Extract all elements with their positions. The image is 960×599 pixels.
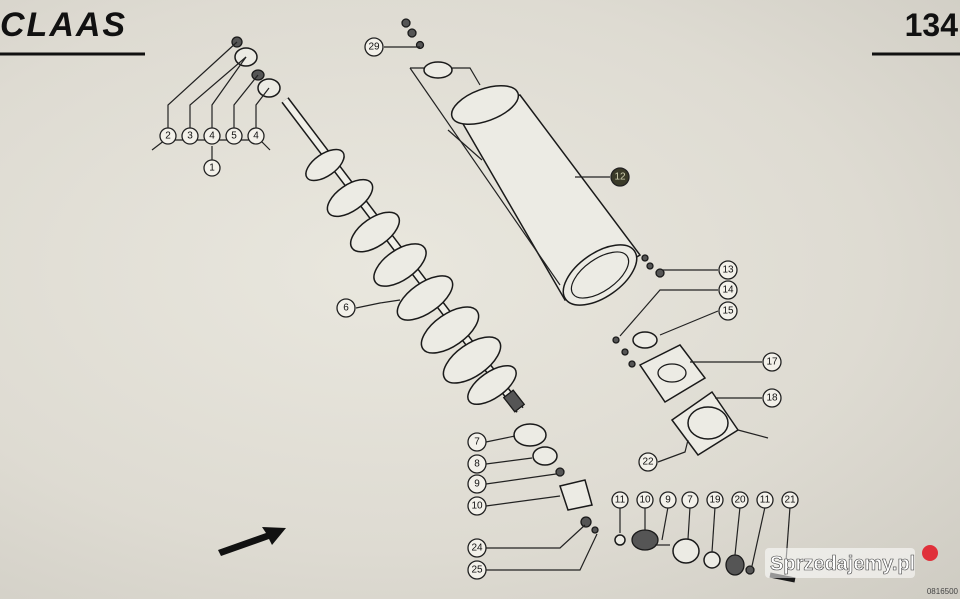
svg-text:9: 9 (474, 479, 480, 490)
callout-2: 2 (159, 127, 177, 145)
callout-9b: 9 (659, 491, 677, 509)
callout-7: 7 (467, 432, 487, 452)
svg-text:25: 25 (471, 565, 483, 576)
watermark: Sprzedajemy.pl (765, 545, 938, 578)
drawing-code: 0816500 (927, 587, 959, 596)
watermark-badge-icon (922, 545, 938, 561)
svg-text:3: 3 (187, 131, 193, 142)
callout-6: 6 (336, 298, 356, 318)
svg-text:14: 14 (722, 285, 734, 296)
svg-text:22: 22 (642, 457, 654, 468)
bearing-plates (612, 254, 769, 457)
svg-text:18: 18 (766, 393, 778, 404)
callout-10b: 10 (636, 491, 654, 509)
callout-4a: 4 (203, 127, 221, 145)
callout-14: 14 (718, 280, 738, 300)
svg-text:12: 12 (614, 172, 626, 183)
callout-29: 29 (364, 37, 384, 57)
svg-text:11: 11 (760, 495, 771, 506)
svg-text:4: 4 (209, 131, 215, 142)
svg-text:21: 21 (784, 495, 796, 506)
svg-text:15: 15 (722, 306, 734, 317)
svg-text:7: 7 (687, 495, 693, 506)
callout-19: 19 (706, 491, 724, 509)
svg-text:20: 20 (734, 495, 746, 506)
callout-20: 20 (731, 491, 749, 509)
page-number: 134 (905, 7, 959, 43)
svg-text:2: 2 (165, 131, 171, 142)
svg-text:6: 6 (343, 303, 349, 314)
callout-25: 25 (467, 560, 487, 580)
auger-screw (281, 97, 526, 413)
svg-text:11: 11 (615, 495, 626, 506)
svg-text:13: 13 (722, 265, 734, 276)
callout-12: 12 (610, 167, 630, 187)
brand-logo: CLAAS (0, 6, 127, 44)
direction-arrow (218, 527, 286, 556)
watermark-text: Sprzedajemy.pl (770, 553, 915, 575)
svg-text:10: 10 (639, 495, 651, 506)
svg-text:8: 8 (474, 459, 480, 470)
shaft-small-parts (231, 18, 425, 98)
callout-11b: 11 (756, 491, 774, 509)
callout-9: 9 (467, 474, 487, 494)
lower-small-parts (513, 423, 796, 583)
svg-text:9: 9 (665, 495, 671, 506)
callout-8: 8 (467, 454, 487, 474)
callout-13: 13 (718, 260, 738, 280)
svg-text:7: 7 (474, 437, 480, 448)
callout-1: 1 (203, 159, 221, 177)
svg-text:29: 29 (368, 42, 380, 53)
callout-22: 22 (638, 452, 658, 472)
svg-text:17: 17 (766, 357, 778, 368)
svg-text:1: 1 (209, 163, 215, 174)
svg-text:10: 10 (471, 501, 483, 512)
callout-11a: 11 (611, 491, 629, 509)
tube-housing (409, 61, 642, 306)
callout-5: 5 (225, 127, 243, 145)
callout-17: 17 (762, 352, 782, 372)
svg-text:19: 19 (709, 495, 721, 506)
callout-24: 24 (467, 538, 487, 558)
callout-10: 10 (467, 496, 487, 516)
svg-text:4: 4 (253, 131, 259, 142)
callout-4b: 4 (247, 127, 265, 145)
callout-15: 15 (718, 301, 738, 321)
callout-7b: 7 (681, 491, 699, 509)
leader-lines (151, 41, 791, 576)
svg-text:24: 24 (471, 543, 483, 554)
svg-text:5: 5 (231, 131, 237, 142)
callout-21: 21 (781, 491, 799, 509)
callout-3: 3 (181, 127, 199, 145)
callout-18: 18 (762, 388, 782, 408)
